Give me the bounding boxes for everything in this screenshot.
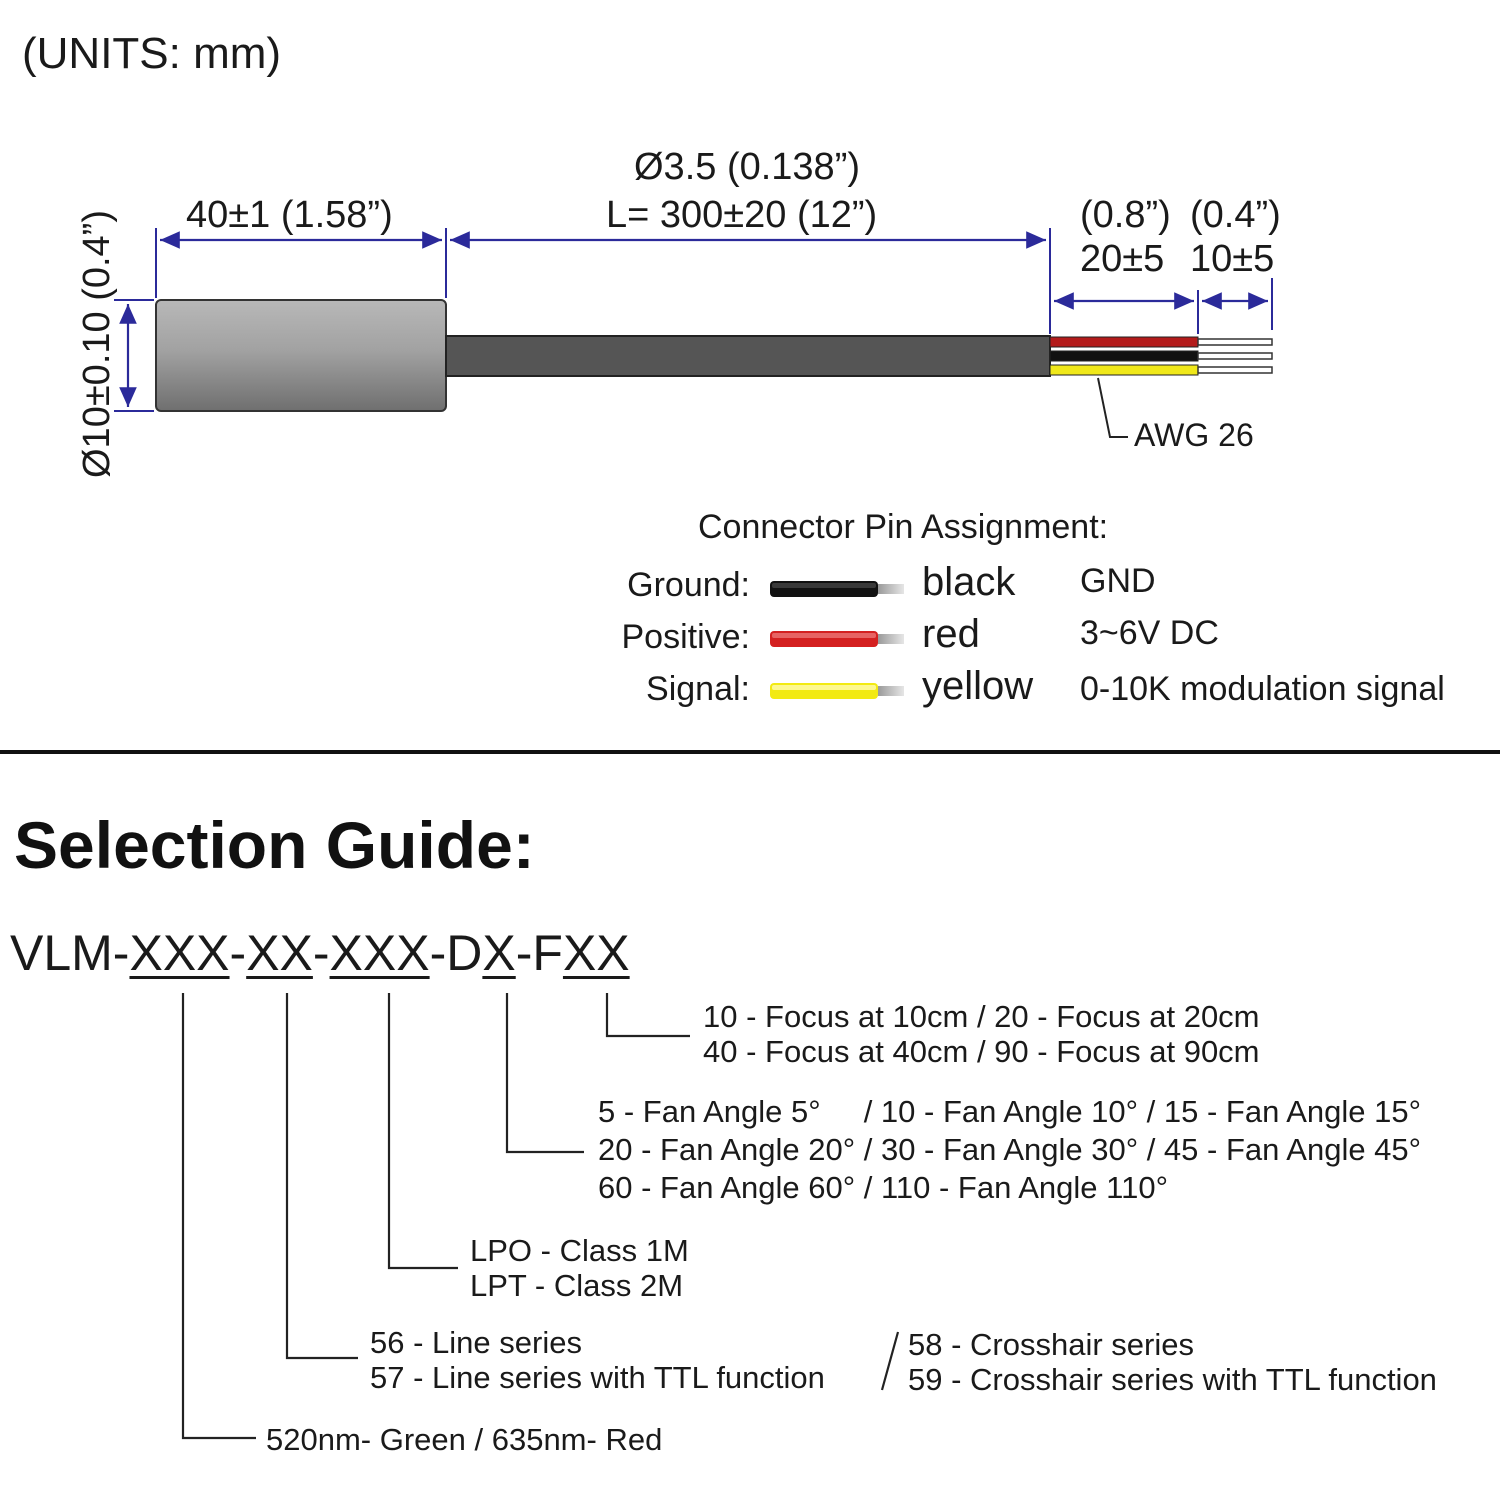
code-sep-f: -F — [515, 925, 563, 981]
laser-body — [155, 299, 447, 412]
code-wavelength: XXX — [129, 925, 230, 981]
strip-out-label: (0.4”) — [1190, 194, 1281, 236]
pin-color-black: black — [922, 560, 1016, 604]
body-length-label: 40±1 (1.58”) — [186, 194, 393, 236]
model-code: VLM-XXX-XX-XXX-DX-FXX — [10, 928, 630, 978]
strip-end-mm-label: 10±5 — [1190, 238, 1275, 280]
wire-swatch-red — [770, 631, 904, 647]
pin-label-positive: Positive: — [621, 618, 751, 656]
series-line-2: 57 - Line series with TTL function — [370, 1360, 825, 1395]
wire-yellow — [1049, 364, 1199, 376]
code-sep-d: -D — [429, 925, 483, 981]
pin-assignment-title: Connector Pin Assignment: — [698, 508, 1109, 546]
leader-fan — [505, 993, 584, 1154]
focus-line-2: 40 - Focus at 40cm / 90 - Focus at 90cm — [703, 1034, 1260, 1069]
code-sep-1: - — [229, 925, 247, 981]
pin-value-signal: 0-10K modulation signal — [1080, 670, 1445, 708]
pin-label-signal: Signal: — [646, 670, 750, 708]
body-diameter-in: (0.4”) — [76, 210, 118, 301]
series-line-3: 58 - Crosshair series — [908, 1327, 1194, 1362]
code-fan-angle: X — [482, 925, 516, 981]
body-diameter-label: Ø10±0.10 (0.4”) — [76, 210, 118, 478]
pin-value-power: 3~6V DC — [1080, 614, 1219, 652]
fan-line-2: 20 - Fan Angle 20° / 30 - Fan Angle 30° … — [598, 1132, 1422, 1167]
cable-length-label: L= 300±20 (12”) — [606, 194, 878, 236]
class-line-2: LPT - Class 2M — [470, 1268, 684, 1303]
wire-black — [1049, 350, 1199, 362]
leader-class — [387, 993, 458, 1270]
strip-in-label: (0.8”) — [1080, 194, 1171, 236]
code-prefix: VLM- — [10, 925, 130, 981]
cable — [445, 335, 1051, 377]
body-diameter-mm: Ø10±0.10 — [76, 311, 118, 478]
wire-swatch-yellow — [770, 683, 904, 699]
awg-label: AWG 26 — [1134, 417, 1254, 453]
class-line-1: LPO - Class 1M — [470, 1233, 689, 1268]
focus-line-1: 10 - Focus at 10cm / 20 - Focus at 20cm — [703, 999, 1260, 1034]
pin-label-ground: Ground: — [627, 566, 750, 604]
series-line-1: 56 - Line series — [370, 1325, 582, 1360]
pin-value-gnd: GND — [1080, 562, 1156, 600]
units-label: (UNITS: mm) — [22, 29, 282, 78]
wavelength-line: 520nm- Green / 635nm- Red — [266, 1422, 663, 1457]
fan-line-1: 5 - Fan Angle 5° / 10 - Fan Angle 10° / … — [598, 1094, 1422, 1129]
leader-wavelength — [181, 993, 256, 1440]
series-slash — [880, 1331, 900, 1391]
code-class: XXX — [329, 925, 430, 981]
cable-diameter-label: Ø3.5 (0.138”) — [634, 146, 860, 188]
series-line-4: 59 - Crosshair series with TTL function — [908, 1362, 1437, 1397]
fan-line-3: 60 - Fan Angle 60° / 110 - Fan Angle 110… — [598, 1170, 1168, 1205]
wire-red — [1049, 336, 1199, 348]
selection-guide-title: Selection Guide: — [14, 808, 535, 882]
leader-focus — [605, 993, 690, 1038]
pin-color-yellow: yellow — [922, 664, 1034, 708]
pin-color-red: red — [922, 612, 980, 656]
code-sep-2: - — [312, 925, 330, 981]
wire-swatch-black — [770, 581, 904, 597]
code-series: XX — [246, 925, 313, 981]
strip-mm-label: 20±5 — [1080, 238, 1165, 280]
awg-leader — [1097, 377, 1128, 438]
leader-series — [285, 993, 358, 1360]
code-focus: XX — [562, 925, 630, 981]
